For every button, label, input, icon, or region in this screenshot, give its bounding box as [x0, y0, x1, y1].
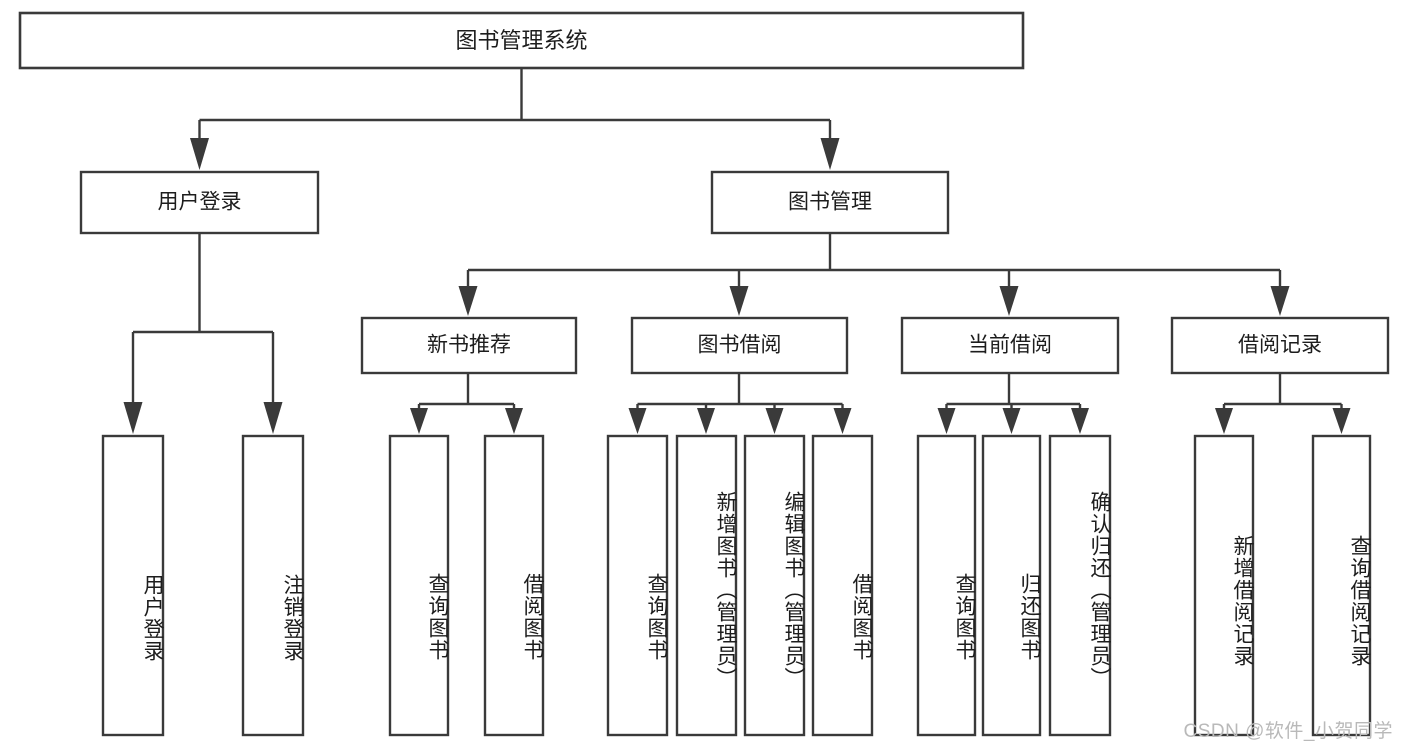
node-user-login[interactable]: 用户登录: [79, 170, 320, 235]
leaf-box-logout[interactable]: [241, 434, 305, 737]
leaf-box-user-login[interactable]: [101, 434, 165, 737]
node-book-mgmt[interactable]: 图书管理: [710, 170, 950, 235]
arrow-head-nbr-borrow-book: [505, 408, 523, 434]
leaf-box-bb-add-book[interactable]: [675, 434, 738, 737]
leaf-box-bb-edit-book[interactable]: [743, 434, 806, 737]
connector-group-new-book-rec: [410, 373, 523, 434]
node-root-label: 图书管理系统: [455, 28, 587, 53]
connector-group-borrow-record: [1215, 373, 1351, 434]
arrow-head-leaf-user-login: [123, 402, 143, 434]
arrow-head-bb-add-book: [697, 408, 715, 434]
arrow-head-user-login: [190, 138, 209, 170]
arrow-head-bb-query-book: [628, 408, 647, 434]
node-current-borrow-label: 当前借阅: [968, 334, 1052, 357]
arrow-head-bb-borrow-book: [833, 408, 852, 434]
node-user-login-box[interactable]: [79, 170, 320, 235]
node-borrow-record-box[interactable]: [1170, 316, 1390, 375]
node-root-box[interactable]: [18, 11, 1025, 70]
node-book-borrow-label: 图书借阅: [698, 334, 782, 357]
leaf-box-br-query-record[interactable]: [1311, 434, 1372, 737]
node-current-borrow[interactable]: 当前借阅: [900, 316, 1120, 375]
arrow-head-leaf-logout: [263, 402, 283, 434]
arrow-head-cb-query-book: [937, 408, 956, 434]
node-book-borrow-box[interactable]: [630, 316, 849, 375]
leaf-boxes-group: [101, 434, 1372, 737]
node-new-book-rec[interactable]: 新书推荐: [360, 316, 578, 375]
arrow-head-new-book-rec: [458, 286, 478, 316]
node-book-borrow[interactable]: 图书借阅: [630, 316, 849, 375]
arrow-head-br-query-record: [1332, 408, 1351, 434]
connector-group-book-mgmt: [458, 233, 1290, 316]
node-new-book-rec-box[interactable]: [360, 316, 578, 375]
leaf-box-nbr-query-book[interactable]: [388, 434, 450, 737]
arrow-head-cb-return-book: [1002, 408, 1021, 434]
node-new-book-rec-label: 新书推荐: [427, 334, 511, 357]
arrow-head-nbr-query-book: [410, 408, 428, 434]
arrow-head-bb-edit-book: [765, 408, 784, 434]
node-borrow-record-label: 借阅记录: [1238, 334, 1322, 357]
leaf-box-bb-borrow-book[interactable]: [811, 434, 874, 737]
node-book-mgmt-box[interactable]: [710, 170, 950, 235]
arrow-head-book-borrow: [729, 286, 749, 316]
arrow-head-book-mgmt: [820, 138, 840, 170]
connector-group-current-borrow: [937, 373, 1089, 434]
csdn-watermark: CSDN @软件_小贺同学: [1183, 721, 1393, 742]
arrow-head-br-add-record: [1215, 408, 1233, 434]
connector-group-user-login: [123, 233, 283, 434]
node-root[interactable]: 图书管理系统: [18, 11, 1025, 70]
leaf-box-nbr-borrow-book[interactable]: [483, 434, 545, 737]
leaf-box-br-add-record[interactable]: [1193, 434, 1255, 737]
node-borrow-record[interactable]: 借阅记录: [1170, 316, 1390, 375]
node-current-borrow-box[interactable]: [900, 316, 1120, 375]
node-book-mgmt-label: 图书管理: [788, 191, 872, 214]
arrow-head-current-borrow: [999, 286, 1019, 316]
leaf-box-cb-query-book[interactable]: [916, 434, 977, 737]
leaf-box-cb-confirm-return[interactable]: [1048, 434, 1112, 737]
leaf-box-bb-query-book[interactable]: [606, 434, 669, 737]
arrow-head-borrow-record: [1270, 286, 1290, 316]
connector-group-root: [190, 68, 840, 170]
arrow-head-cb-confirm-return: [1071, 408, 1089, 434]
node-user-login-label: 用户登录: [158, 191, 242, 214]
connector-group-book-borrow: [628, 373, 852, 434]
leaf-box-cb-return-book[interactable]: [981, 434, 1042, 737]
